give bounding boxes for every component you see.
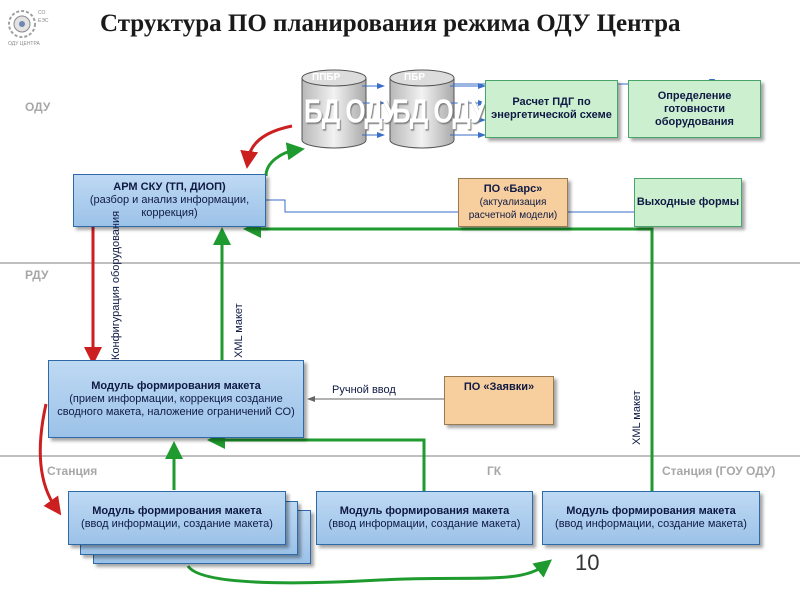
station-module-sub: (ввод информации, создание макета) bbox=[81, 518, 273, 530]
zone-divider-rdu bbox=[0, 262, 800, 264]
database-ppbr-icon bbox=[301, 69, 367, 149]
pdg-calc-text: Расчет ПДГ по энергетической схеме bbox=[491, 96, 612, 121]
page-title: Структура ПО планирования режима ОДУ Цен… bbox=[100, 10, 681, 37]
module-main-box: Модуль формирования макета (прием информ… bbox=[48, 360, 304, 438]
xml-macet-label-1: XML макет bbox=[233, 303, 245, 358]
gou-module-title: Модуль формирования макета bbox=[566, 505, 736, 517]
output-forms-text: Выходные формы bbox=[636, 196, 740, 208]
arm-sku-box: АРМ СКУ (ТП, ДИОП) (разбор и анализ инфо… bbox=[73, 174, 266, 227]
logo-emblem-icon bbox=[8, 10, 36, 38]
pdg-calc-box: Расчет ПДГ по энергетической схеме bbox=[485, 80, 618, 138]
config-label: Конфигурация оборудования bbox=[110, 210, 122, 360]
logo-line1: СО bbox=[38, 10, 46, 16]
bars-box: ПО «Барс» (актуализация расчетной модели… bbox=[458, 178, 568, 227]
zone-label-rdu: РДУ bbox=[25, 268, 49, 282]
station-module-box: Модуль формирования макета (ввод информа… bbox=[68, 491, 286, 545]
zone-label-station-gou: Станция (ГОУ ОДУ) bbox=[662, 464, 776, 478]
bars-sub: (актуализация расчетной модели) bbox=[468, 197, 558, 221]
module-main-title: Модуль формирования макета bbox=[91, 379, 261, 392]
zone-label-gk: ГК bbox=[487, 464, 502, 478]
zone-label-station: Станция bbox=[47, 464, 98, 478]
db-odu-2-label: БД ОДУ bbox=[392, 91, 486, 131]
gk-module-sub: (ввод информации, создание макета) bbox=[328, 518, 521, 530]
database-pbr-icon bbox=[389, 69, 455, 149]
output-forms-box: Выходные формы bbox=[634, 178, 742, 227]
arm-sku-title: АРМ СКУ (ТП, ДИОП) bbox=[113, 181, 226, 193]
zone-divider-station bbox=[0, 455, 800, 457]
db-odu-1-label: БД ОДУ bbox=[304, 91, 398, 131]
so-logo: СО ЕЭС ОДУ ЦЕНТРА bbox=[4, 4, 60, 50]
gou-module-box: Модуль формирования макета (ввод информа… bbox=[542, 491, 760, 545]
arm-sku-sub: (разбор и анализ информации, коррекция) bbox=[89, 194, 250, 219]
readiness-box: Определение готовности оборудования bbox=[628, 80, 761, 138]
bars-title: ПО «Барс» bbox=[483, 183, 543, 195]
logo-line3: ОДУ ЦЕНТРА bbox=[8, 41, 40, 47]
db-pbr-label: ПБР bbox=[404, 72, 426, 83]
xml-macet-label-2: XML макет bbox=[631, 390, 643, 445]
module-main-sub: (прием информации, коррекция создание св… bbox=[57, 392, 295, 418]
page-number: 10 bbox=[575, 550, 600, 575]
manual-input-label: Ручной ввод bbox=[332, 384, 396, 396]
station-module-title: Модуль формирования макета bbox=[92, 505, 262, 517]
gk-module-box: Модуль формирования макета (ввод информа… bbox=[316, 491, 533, 545]
gou-module-sub: (ввод информации, создание макета) bbox=[555, 518, 747, 530]
zone-label-odu: ОДУ bbox=[25, 100, 51, 114]
readiness-text: Определение готовности оборудования bbox=[655, 89, 734, 128]
logo-line2: ЕЭС bbox=[38, 18, 49, 24]
db-ppbr-label: ППБР bbox=[312, 72, 341, 83]
gk-module-title: Модуль формирования макета bbox=[339, 505, 510, 517]
zayavki-title: ПО «Заявки» bbox=[463, 381, 535, 393]
zayavki-box: ПО «Заявки» bbox=[444, 376, 554, 425]
